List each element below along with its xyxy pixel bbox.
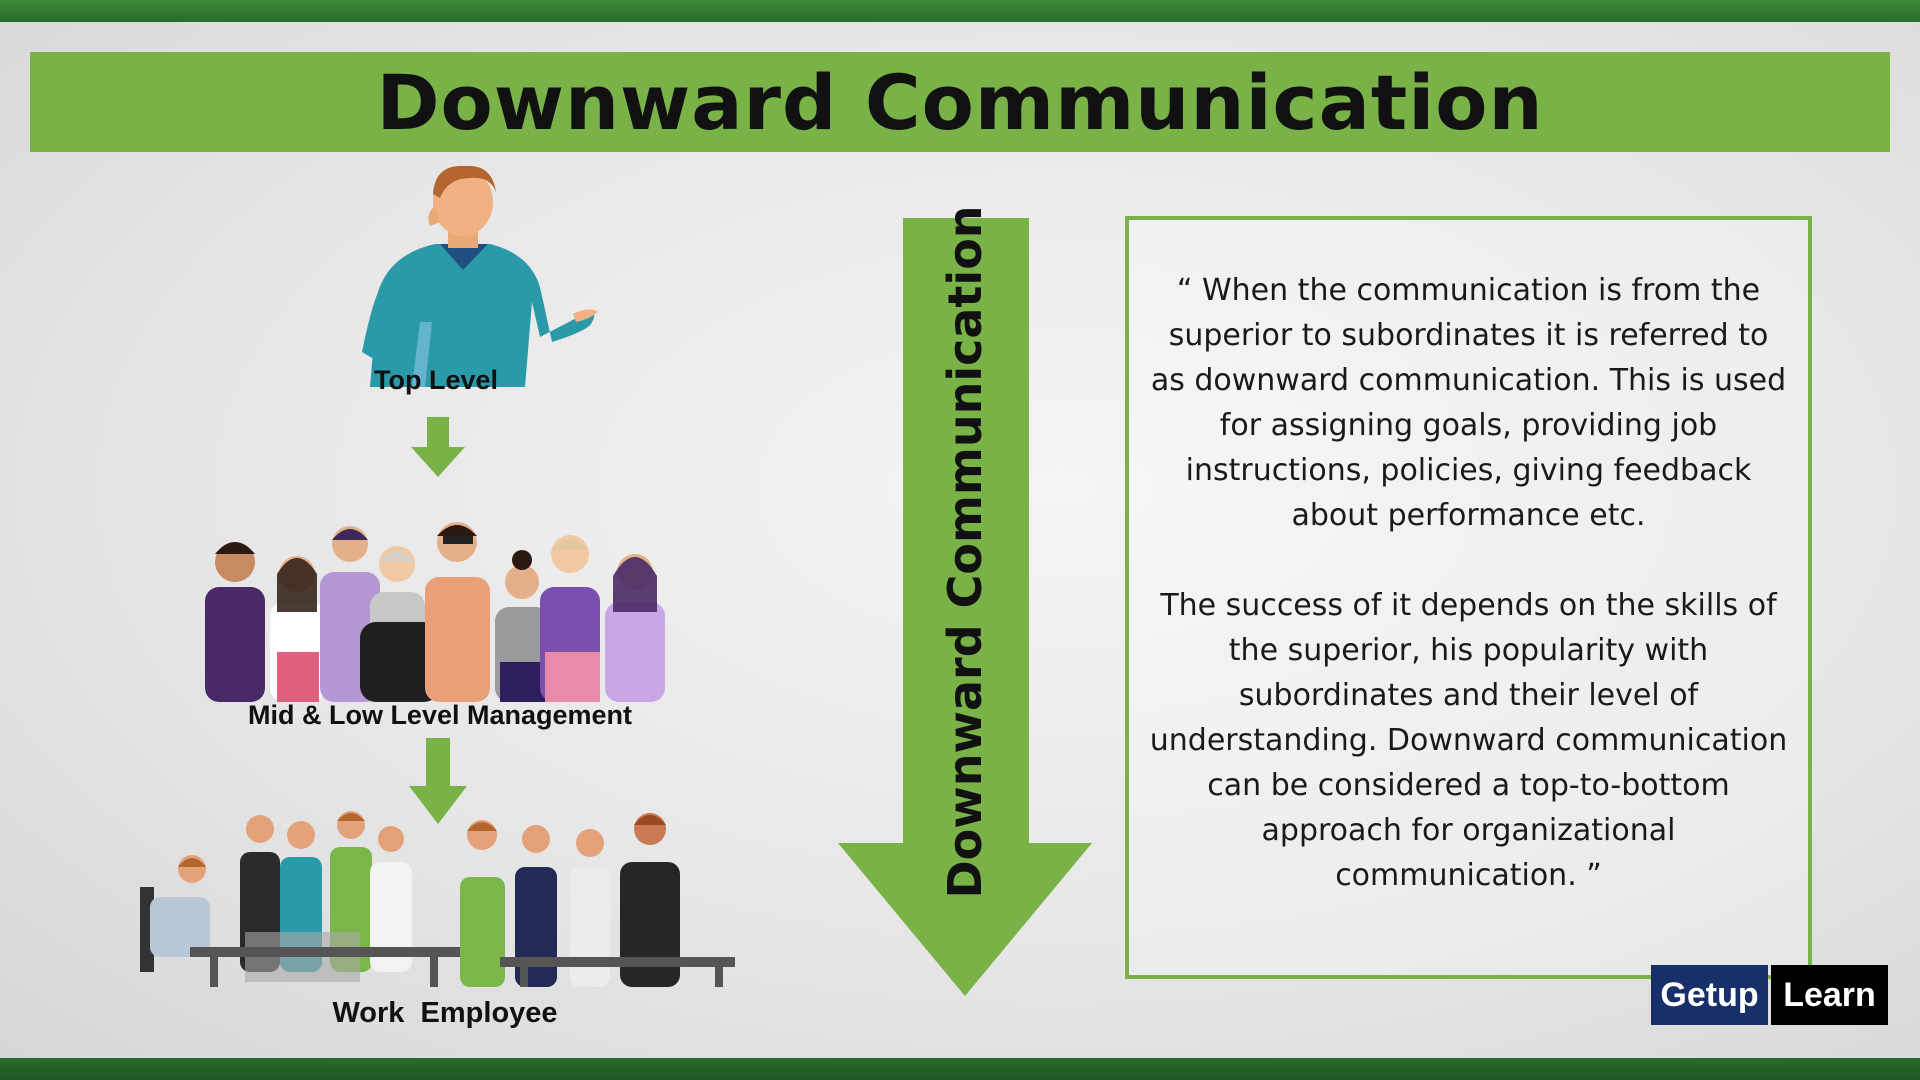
work-employee-label: Work Employee bbox=[332, 997, 558, 1029]
arrow-label: Downward Communication bbox=[938, 205, 992, 899]
mid-level-label: Mid & Low Level Management bbox=[247, 700, 633, 730]
definition-paragraph-1: “ When the communication is from the sup… bbox=[1150, 273, 1787, 533]
management-group-figures bbox=[205, 522, 665, 702]
page-title: Downward Communication bbox=[376, 57, 1544, 147]
brand-logo: Getup Learn bbox=[1651, 965, 1888, 1025]
down-arrow-icon bbox=[411, 417, 465, 477]
down-arrow-icon bbox=[409, 738, 467, 824]
manager-figure bbox=[362, 165, 598, 387]
brand-getup: Getup bbox=[1651, 965, 1768, 1025]
title-bar: Downward Communication bbox=[30, 52, 1890, 152]
frame-top bbox=[0, 0, 1920, 22]
top-level-label: Top Level bbox=[373, 365, 499, 395]
slide: Downward Communication Top Level bbox=[0, 22, 1920, 1058]
work-employee-figures bbox=[140, 811, 735, 987]
definition-box: “ When the communication is from the sup… bbox=[1125, 216, 1812, 979]
definition-paragraph-2: The success of it depends on the skills … bbox=[1149, 588, 1788, 893]
big-down-arrow bbox=[838, 218, 1092, 996]
brand-learn: Learn bbox=[1771, 965, 1888, 1025]
frame-bottom bbox=[0, 1058, 1920, 1080]
